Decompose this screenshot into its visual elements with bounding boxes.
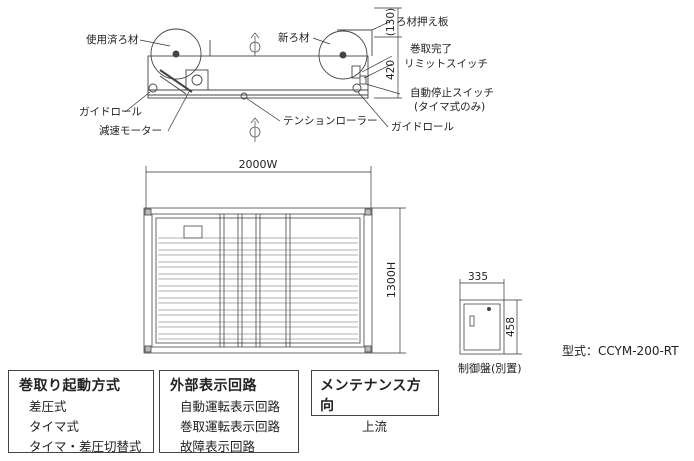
- start-method-item: タイマ・差圧切替式: [29, 439, 142, 454]
- plan-view: [143, 207, 373, 354]
- guide-roll-left: [148, 83, 158, 93]
- maintenance-box: メンテナンス方向 上流: [311, 370, 439, 434]
- leader-used-filter: [139, 39, 171, 47]
- leader-guide-roll-right: [357, 91, 389, 128]
- start-method-item: 差圧式: [29, 399, 67, 414]
- label-reduction-motor: 減速モーター: [99, 124, 162, 137]
- plan-outer-frame: [143, 207, 373, 354]
- flow-symbol-bottom: [249, 117, 261, 142]
- label-auto-stop-switch: 自動停止スイッチ: [410, 86, 494, 99]
- start-method-item: タイマ式: [29, 419, 80, 434]
- label-guide-roll-right: ガイドロール: [391, 121, 454, 133]
- label-filter-press-plate: ろ材押え板: [396, 15, 449, 28]
- control-panel: [459, 299, 505, 355]
- leader-motor: [167, 89, 191, 132]
- leader-limit-switch: [363, 63, 393, 79]
- label-width-2000: 2000W: [239, 158, 278, 171]
- leader-winding-complete: [361, 55, 393, 73]
- plan-slats: [158, 237, 358, 340]
- label-dim-420: 420: [385, 60, 397, 80]
- label-panel-caption: 制御盤(別置): [458, 361, 522, 375]
- external-display-item: 巻取運転表示回路: [180, 419, 281, 434]
- leader-tension: [245, 97, 281, 122]
- leader-guide-roll-left: [124, 91, 151, 113]
- external-display-heading: 外部表示回路: [170, 378, 257, 394]
- label-guide-roll-left: ガイドロール: [79, 106, 142, 118]
- label-limit-switch: リミットスイッチ: [404, 58, 488, 70]
- external-display-item: 自動運転表示回路: [180, 399, 281, 414]
- new-filter-roll: [318, 30, 368, 80]
- used-filter-roll: [150, 28, 202, 80]
- external-display-box: 外部表示回路 自動運転表示回路 巻取運転表示回路 故障表示回路: [159, 370, 299, 454]
- leader-auto-stop: [365, 83, 401, 95]
- control-panel-dims: [459, 279, 522, 355]
- maintenance-heading: メンテナンス方向: [320, 378, 422, 414]
- side-view: [147, 28, 373, 100]
- label-new-filter: 新ろ材: [278, 31, 310, 44]
- start-method-heading: 巻取り起動方式: [19, 378, 121, 394]
- label-height-1300: 1300H: [385, 262, 398, 298]
- tension-roller: [240, 92, 248, 100]
- external-display-item: 故障表示回路: [180, 439, 256, 454]
- leader-press-plate: [371, 21, 390, 31]
- vertical-dim-1300: [372, 207, 406, 354]
- side-frame: [147, 55, 369, 99]
- label-panel-height: 458: [505, 317, 517, 337]
- label-panel-width: 335: [468, 271, 488, 283]
- model-number: 型式：CCYM-200-RT: [562, 344, 679, 358]
- reduction-motor-body: [185, 69, 209, 91]
- start-method-box: 巻取り起動方式 差圧式 タイマ式 タイマ・差圧切替式: [8, 370, 154, 454]
- label-timer-type-only: (タイマ式のみ): [414, 100, 485, 113]
- maintenance-item: 上流: [362, 419, 388, 434]
- guide-roll-right: [352, 83, 362, 93]
- leader-new-filter: [312, 37, 331, 45]
- label-used-filter: 使用済ろ材: [86, 33, 139, 46]
- label-tension-roller: テンションローラー: [283, 115, 378, 127]
- label-dim-130: (130): [385, 8, 397, 36]
- horizontal-dim-2000: [145, 166, 372, 208]
- flow-symbol-top: [249, 32, 261, 56]
- label-winding-complete: 巻取完了: [410, 42, 452, 55]
- vertical-dim-side: [374, 7, 402, 99]
